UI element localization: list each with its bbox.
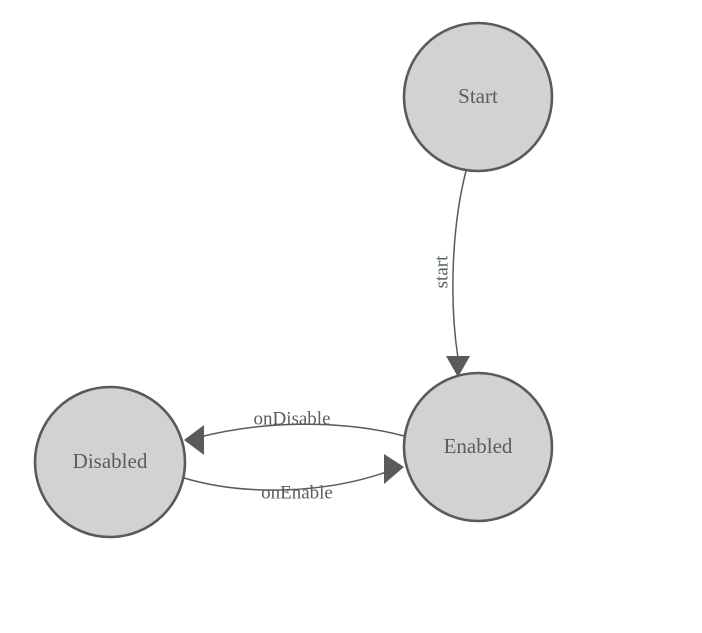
state-node-enabled[interactable]: Enabled bbox=[402, 371, 554, 523]
edges-layer: start onDisable onEnable bbox=[183, 170, 470, 503]
edge-label-start: start bbox=[431, 255, 452, 288]
arrowhead-icon bbox=[184, 425, 204, 455]
state-node-start[interactable]: Start bbox=[402, 21, 554, 173]
nodes-layer: Start Enabled Disabled bbox=[33, 21, 554, 539]
state-node-label: Enabled bbox=[444, 434, 513, 458]
edge-enabled-to-disabled[interactable]: onDisable bbox=[184, 408, 405, 455]
edge-disabled-to-enabled[interactable]: onEnable bbox=[183, 454, 404, 503]
state-node-disabled[interactable]: Disabled bbox=[33, 385, 187, 539]
edge-line bbox=[452, 170, 467, 359]
arrowhead-icon bbox=[384, 454, 404, 484]
state-node-label: Start bbox=[458, 84, 498, 108]
state-circle bbox=[33, 385, 187, 539]
edge-line bbox=[183, 469, 393, 491]
state-circle bbox=[402, 371, 554, 523]
edge-label-ondisable: onDisable bbox=[253, 408, 330, 429]
arrowhead-icon bbox=[446, 356, 470, 377]
state-circle bbox=[402, 21, 554, 173]
edge-label-onenable: onEnable bbox=[261, 482, 333, 503]
state-node-label: Disabled bbox=[73, 449, 148, 473]
edge-line bbox=[195, 423, 405, 439]
edge-start-to-enabled[interactable]: start bbox=[431, 170, 470, 377]
